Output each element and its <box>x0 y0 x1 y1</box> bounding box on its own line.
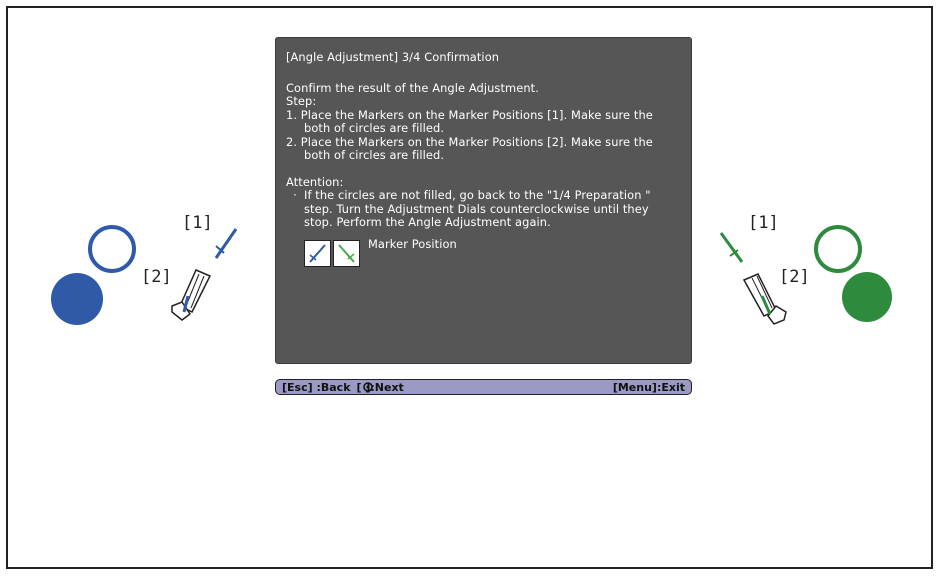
step-1-line-2: both of circles are filled. <box>304 121 445 135</box>
left-outline-circle <box>88 225 136 273</box>
angle-adjustment-dialog: [Angle Adjustment] 3/4 Confirmation Conf… <box>275 37 692 364</box>
attention-line-3: stop. Perform the Angle Adjustment again… <box>304 215 551 229</box>
next-hint[interactable]: [ ]:Next <box>356 380 404 394</box>
step-2-line-1: 2. Place the Markers on the Marker Posit… <box>286 134 653 149</box>
attention-line-1: If the circles are not filled, go back t… <box>304 188 651 202</box>
marker-position-legend: Marker Position <box>304 236 681 267</box>
marker-position-label: Marker Position <box>368 236 457 251</box>
right-filled-circle <box>842 272 892 322</box>
right-outline-circle <box>814 225 862 273</box>
left-marker-stand-icon <box>171 269 212 321</box>
right-marker-stand-icon <box>742 273 787 325</box>
step-1-line-1: 1. Place the Markers on the Marker Posit… <box>286 107 653 122</box>
dialog-title: [Angle Adjustment] 3/4 Confirmation <box>286 50 500 64</box>
blue-marker-icon <box>304 239 331 267</box>
dialog-intro: Confirm the result of the Angle Adjustme… <box>286 80 539 95</box>
left-marker-icon <box>214 228 238 259</box>
step-2-line-2: both of circles are filled. <box>304 148 445 162</box>
attention-bullet: · <box>293 188 297 202</box>
left-filled-circle <box>51 273 103 325</box>
green-marker-icon <box>333 239 360 267</box>
right-label-2: [2] <box>779 267 810 287</box>
enter-icon <box>362 381 373 392</box>
attention-header: Attention: <box>286 174 344 189</box>
step-header: Step: <box>286 94 317 108</box>
attention-item: · If the circles are not filled, go back… <box>286 188 681 230</box>
right-label-1: [1] <box>748 213 779 233</box>
exit-hint[interactable]: [Menu]:Exit <box>612 380 685 394</box>
back-hint[interactable]: [Esc] :Back <box>282 380 351 394</box>
left-label-1: [1] <box>182 213 213 233</box>
key-hint-bar: [Esc] :Back [ ]:Next [Menu]:Exit <box>275 379 692 395</box>
attention-line-2: step. Turn the Adjustment Dials counterc… <box>304 201 649 216</box>
left-label-2: [2] <box>141 267 172 287</box>
right-marker-icon <box>719 232 744 263</box>
